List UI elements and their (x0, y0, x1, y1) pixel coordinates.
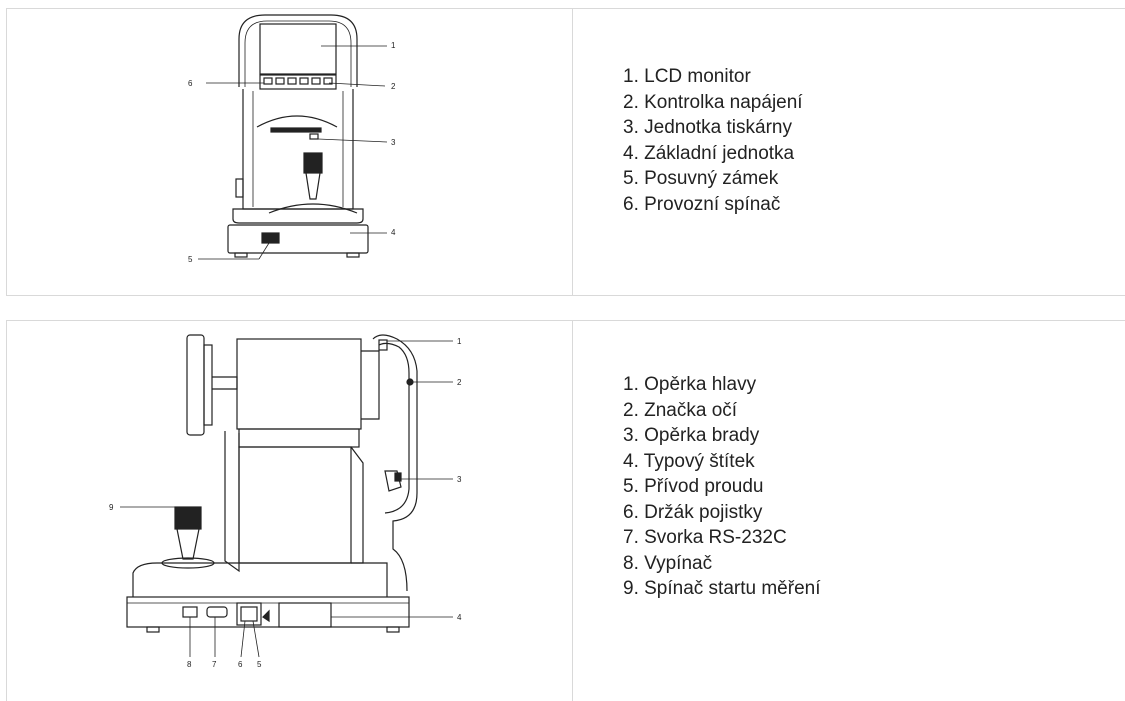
slide-lock (261, 232, 280, 244)
legend-item: 7. Svorka RS-232C (623, 527, 787, 548)
side-view-diagram: 1 2 3 4 5 6 7 8 9 (109, 334, 462, 669)
base-unit (227, 224, 369, 254)
legend-item: 1. LCD monitor (623, 66, 751, 87)
control-button (323, 77, 333, 85)
control-button (311, 77, 321, 85)
legend-item: 4. Typový štítek (623, 450, 755, 472)
joystick-grip (174, 506, 202, 530)
base-top (232, 208, 364, 224)
legend-item: 3. Jednotka tiskárny (623, 117, 792, 138)
base-unit (126, 596, 410, 628)
front-view-legend: 1. LCD monitor 2. Kontrolka napájení 3. … (623, 64, 803, 217)
side-view-legend-cell: 1. Opěrka hlavy 2. Značka očí 3. Opěrka … (573, 321, 1125, 701)
joystick-grip (303, 152, 323, 174)
headrest (378, 339, 388, 351)
rating-plate (278, 602, 332, 628)
control-button (287, 77, 297, 85)
callout-1: 1 (457, 337, 462, 346)
joystick-base (268, 203, 358, 214)
rs232c-port (206, 606, 228, 618)
front-view-diagram-cell: 1 2 3 4 5 6 (7, 9, 573, 295)
front-view-row: 1 2 3 4 5 6 1. LCD monitor 2. Kontrolka … (6, 8, 1125, 296)
fuse-holder (262, 609, 270, 623)
control-panel (259, 74, 337, 90)
head-housing (238, 14, 358, 87)
callout-8: 8 (187, 660, 192, 669)
chinrest (384, 470, 402, 492)
front-view-diagram: 1 2 3 4 5 6 (188, 14, 396, 264)
callout-1: 1 (391, 41, 396, 50)
lcd-monitor (259, 23, 337, 75)
monitor-side (186, 334, 205, 436)
callout-3: 3 (391, 138, 396, 147)
control-button (299, 77, 309, 85)
front-view-legend-cell: 1. LCD monitor 2. Kontrolka napájení 3. … (573, 9, 1125, 295)
legend-item: 6. Držák pojistky (623, 501, 763, 523)
legend-item: 4. Základní jednotka (623, 142, 795, 164)
printer-indicator (309, 133, 319, 140)
legend-item: 5. Posuvný zámek (623, 168, 779, 189)
legend-item: 3. Opěrka brady (623, 425, 760, 446)
legend-item: 9. Spínač startu měření (623, 578, 821, 599)
legend-item: 2. Značka očí (623, 399, 738, 421)
callout-5: 5 (257, 660, 262, 669)
callout-4: 4 (457, 613, 462, 622)
base-top (132, 562, 388, 597)
joystick-stem (176, 528, 200, 560)
power-switch (182, 606, 198, 618)
legend-item: 6. Provozní spínač (623, 193, 781, 215)
body-block (238, 446, 352, 564)
callout-3: 3 (457, 475, 462, 484)
side-view-row: 1 2 3 4 5 6 7 8 9 1. Opěrka hlavy 2. Zna… (6, 320, 1125, 701)
printer-unit (256, 115, 338, 128)
callout-2: 2 (457, 378, 462, 387)
callout-6: 6 (238, 660, 243, 669)
legend-item: 5. Přívod proudu (623, 476, 764, 497)
legend-item: 1. Opěrka hlavy (623, 374, 757, 395)
callout-7: 7 (212, 660, 217, 669)
callout-4: 4 (391, 228, 396, 237)
control-button (263, 77, 273, 85)
middle-frame (238, 428, 360, 448)
eye-mark (406, 378, 414, 386)
callout-9: 9 (109, 503, 114, 512)
joystick-stem (305, 172, 321, 200)
legend-item: 2. Kontrolka napájení (623, 91, 803, 113)
callout-5: 5 (188, 255, 193, 264)
callout-6: 6 (188, 79, 193, 88)
side-view-diagram-cell: 1 2 3 4 5 6 7 8 9 (7, 321, 573, 701)
side-view-legend: 1. Opěrka hlavy 2. Značka očí 3. Opěrka … (623, 372, 821, 602)
callout-2: 2 (391, 82, 396, 91)
power-inlet (236, 602, 262, 626)
headrest-column (372, 334, 418, 592)
head-housing-inner (244, 20, 352, 87)
control-button (275, 77, 285, 85)
legend-item: 8. Vypínač (623, 552, 713, 574)
printer-slot (270, 127, 322, 133)
body (242, 89, 354, 210)
head-unit (236, 338, 362, 430)
